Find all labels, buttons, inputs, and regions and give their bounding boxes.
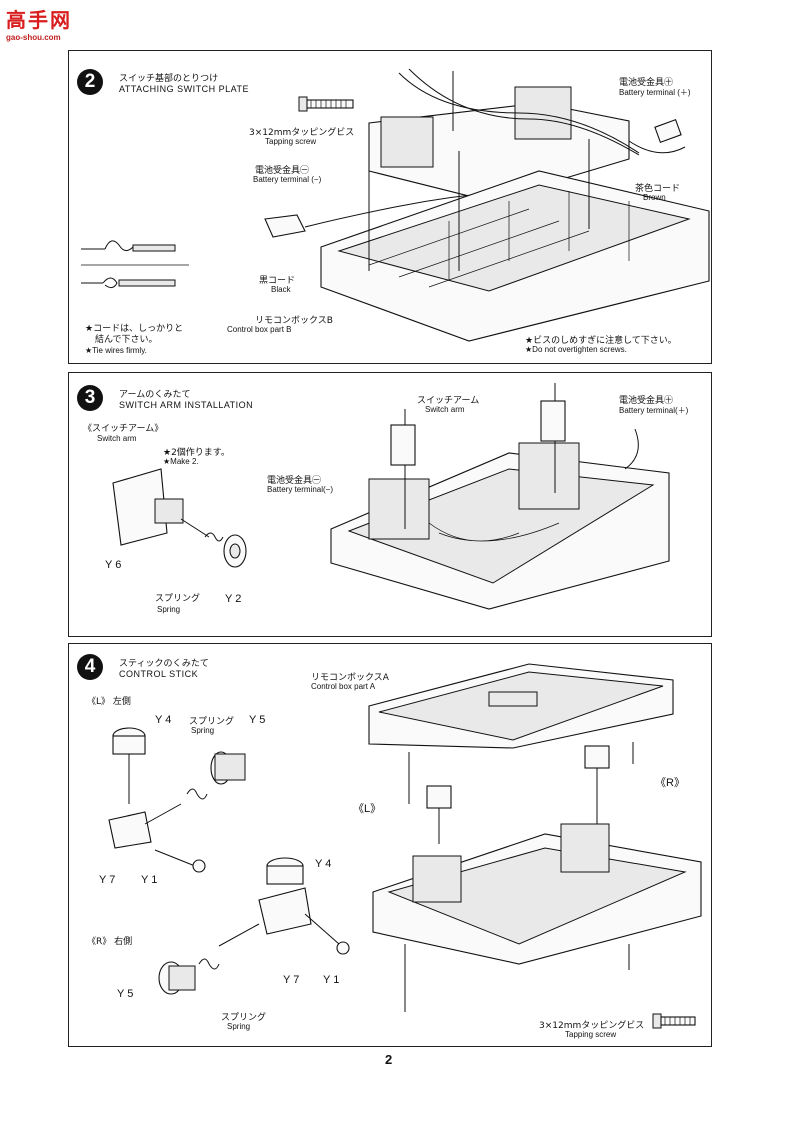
black-wire-label-jp: 黒コード bbox=[259, 276, 296, 286]
switch-plate bbox=[368, 68, 640, 202]
stick-left-exploded bbox=[108, 727, 246, 873]
step2-panel: 2 スイッチ基部のとりつけ ATTACHING SWITCH PLATE 3×1… bbox=[68, 50, 712, 364]
make-note-en: ★Make 2. bbox=[163, 457, 199, 466]
box-a-label-jp: リモコンボックスA bbox=[311, 673, 389, 683]
step-title-en: CONTROL STICK bbox=[119, 669, 199, 679]
switch-arm-heading-en: Switch arm bbox=[97, 434, 137, 443]
tie-note-jp-2: 結んで下さい。 bbox=[95, 335, 158, 345]
brown-wire-label-jp: 茶色コード bbox=[635, 184, 681, 194]
terminal-pos-label-en: Battery terminal (＋) bbox=[619, 88, 691, 97]
part-y1-label-right: Y 1 bbox=[323, 974, 340, 986]
screw-label-jp: 3×12mmタッピングビス bbox=[539, 1021, 645, 1031]
step-title-jp: スイッチ基部のとりつけ bbox=[119, 74, 219, 84]
step-title-en: SWITCH ARM INSTALLATION bbox=[119, 400, 254, 410]
battery-terminal-minus bbox=[264, 190, 516, 238]
switch-arm-heading-jp: 《スイッチアーム》 bbox=[83, 424, 164, 434]
step-title-en: ATTACHING SWITCH PLATE bbox=[119, 84, 250, 94]
part-y6-label: Y 6 bbox=[105, 559, 122, 571]
battery-terminal-plus bbox=[628, 119, 686, 154]
step2-diagram bbox=[81, 68, 710, 342]
terminal-neg-label-jp: 電池受金具㊀ bbox=[255, 166, 310, 176]
tie-note-jp-1: ★コードは、しっかりと bbox=[85, 324, 184, 334]
step3-panel: 3 アームのくみたて SWITCH ARM INSTALLATION 《スイッチ… bbox=[68, 372, 712, 637]
step4-diagram bbox=[108, 663, 702, 1029]
page-number: 2 bbox=[385, 1052, 393, 1067]
watermark-url: gao-shou.com bbox=[6, 33, 61, 42]
tie-wire-detail bbox=[81, 240, 189, 289]
left-side-heading: 《L》 左側 bbox=[87, 697, 131, 707]
spring-label-en: Spring bbox=[157, 605, 181, 614]
box-b-label-en: Control box part B bbox=[227, 325, 292, 334]
terminal-neg-label-en: Battery terminal(−) bbox=[267, 485, 334, 494]
terminal-pos-label-en: Battery terminal(＋) bbox=[619, 406, 689, 415]
part-y4-label-right: Y 4 bbox=[315, 858, 332, 870]
spring-label-jp-right: スプリング bbox=[221, 1013, 267, 1023]
make-note-jp: ★2個作ります。 bbox=[163, 448, 230, 458]
terminal-neg-label-jp: 電池受金具㊀ bbox=[267, 476, 322, 486]
screw-label-en: Tapping screw bbox=[265, 137, 317, 146]
spring-label-en-left: Spring bbox=[191, 726, 215, 735]
spring-label-jp-left: スプリング bbox=[189, 717, 235, 727]
watermark-logo: 高手网 gao-shou.com bbox=[6, 4, 80, 44]
screw-label-jp: 3×12mmタッピングビス bbox=[249, 128, 355, 138]
tighten-note-jp: ★ビスのしめすぎに注意して下さい。 bbox=[525, 336, 677, 346]
tighten-note-en: ★Do not overtighten screws. bbox=[525, 345, 627, 354]
step3-diagram bbox=[112, 383, 670, 610]
part-y7-label-left: Y 7 bbox=[99, 874, 116, 886]
step-number-badge: 2 bbox=[77, 69, 103, 95]
watermark-title: 高手网 bbox=[6, 10, 72, 32]
stick-right-exploded bbox=[158, 857, 350, 995]
r-marker: 《R》 bbox=[655, 777, 685, 789]
step4-panel: 4 スティックのくみたて CONTROL STICK 《L》 左側 Y 4 スプ… bbox=[68, 643, 712, 1047]
part-y5-label-right: Y 5 bbox=[117, 988, 134, 1000]
part-y5-label-left: Y 5 bbox=[249, 714, 266, 726]
step-number-badge: 4 bbox=[77, 654, 103, 680]
tapping-screw-step4 bbox=[652, 1013, 696, 1029]
box-a-label-en: Control box part A bbox=[311, 682, 376, 691]
control-box-a bbox=[368, 663, 674, 804]
arm-label-en: Switch arm bbox=[425, 405, 465, 414]
terminal-pos-label-jp: 電池受金具㊉ bbox=[619, 396, 674, 406]
tie-note-en: ★Tie wires firmly. bbox=[85, 346, 147, 355]
step-number-badge: 3 bbox=[77, 385, 103, 411]
black-wire-label-en: Black bbox=[271, 285, 291, 294]
part-y2-label: Y 2 bbox=[225, 593, 242, 605]
spring-label-jp: スプリング bbox=[155, 594, 201, 604]
control-box-step3 bbox=[330, 383, 670, 610]
terminal-pos-label-jp: 電池受金具㊉ bbox=[619, 78, 674, 88]
part-y4-label-left: Y 4 bbox=[155, 714, 172, 726]
terminal-neg-label-en: Battery terminal (−) bbox=[253, 175, 322, 184]
control-box-b bbox=[320, 139, 710, 342]
part-y7-label-right: Y 7 bbox=[283, 974, 300, 986]
step-title-jp: アームのくみたて bbox=[119, 390, 191, 400]
l-marker: 《L》 bbox=[353, 803, 382, 815]
control-box-assembly bbox=[372, 745, 702, 1012]
box-b-label-jp: リモコンボックスB bbox=[255, 316, 333, 326]
brown-wire-label-en: Brown bbox=[643, 193, 666, 202]
step-title-jp: スティックのくみたて bbox=[119, 659, 209, 669]
arm-label-jp: スイッチアーム bbox=[417, 396, 480, 406]
tapping-screw bbox=[298, 96, 354, 112]
right-side-heading: 《R》 右側 bbox=[87, 937, 133, 947]
spring-label-en-right: Spring bbox=[227, 1022, 251, 1031]
switch-arm-exploded bbox=[112, 468, 247, 568]
screw-label-en: Tapping screw bbox=[565, 1030, 617, 1039]
part-y1-label-left: Y 1 bbox=[141, 874, 158, 886]
